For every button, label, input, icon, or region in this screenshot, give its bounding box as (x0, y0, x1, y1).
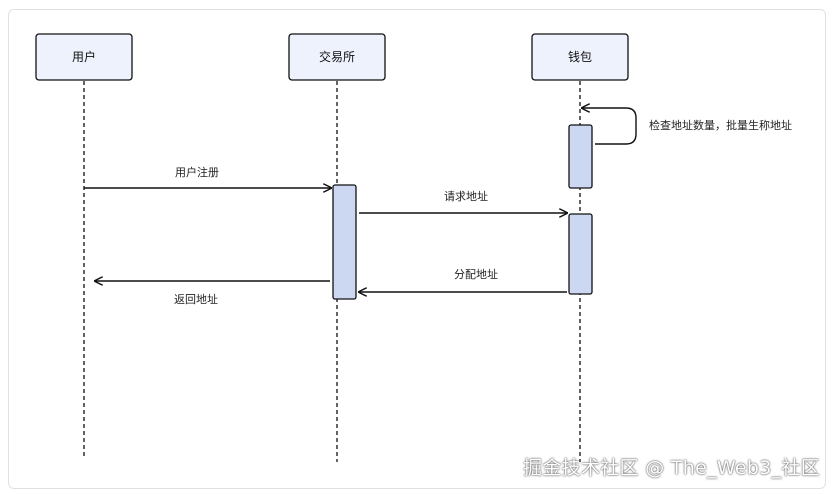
label-register: 用户注册 (175, 165, 219, 179)
label-return: 返回地址 (174, 292, 218, 306)
diagram-frame (8, 9, 826, 489)
activation-wallet-assign (568, 213, 593, 295)
arrow-self-check (582, 108, 637, 145)
actor-wallet-label: 钱包 (568, 49, 592, 64)
label-request: 请求地址 (444, 189, 488, 203)
actor-user-label: 用户 (72, 49, 96, 64)
actor-user: 用户 (35, 33, 133, 81)
watermark: 掘金技术社区 @ The_Web3_社区 (523, 457, 820, 479)
actor-exchange: 交易所 (288, 33, 386, 81)
activation-exchange (332, 184, 357, 300)
actor-wallet: 钱包 (531, 33, 629, 81)
label-assign: 分配地址 (454, 267, 498, 281)
label-self-check: 检查地址数量，批量生称地址 (649, 118, 792, 132)
actor-exchange-label: 交易所 (319, 49, 355, 64)
activation-wallet-self (568, 124, 593, 189)
